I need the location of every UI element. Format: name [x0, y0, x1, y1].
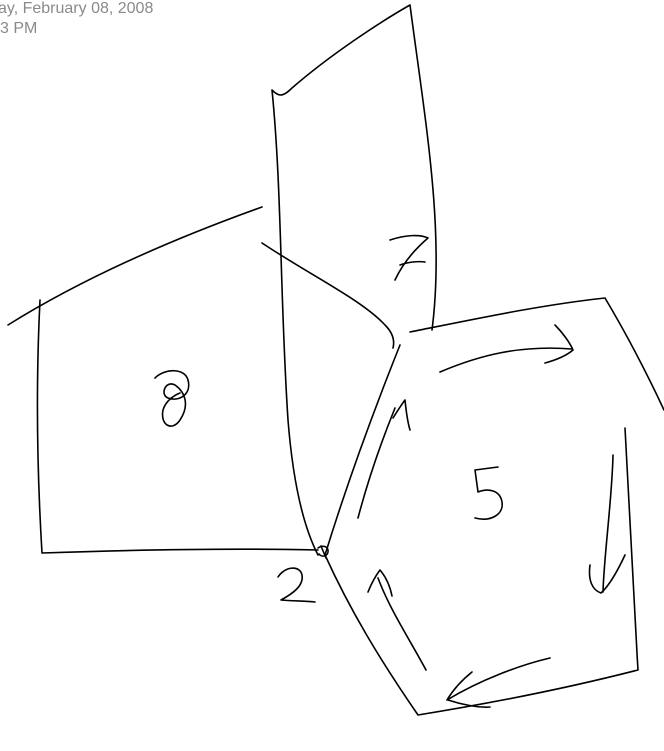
stroke-arrow-upper-left — [358, 400, 410, 518]
stroke-label-7 — [390, 236, 428, 280]
stroke-left-face — [8, 207, 394, 553]
stroke-arrow-bottom — [447, 658, 550, 707]
stroke-center-face — [325, 298, 664, 715]
stroke-arrow-lower-left — [368, 570, 426, 670]
stroke-arrow-top — [440, 325, 573, 372]
stroke-label-5 — [475, 467, 502, 519]
stroke-label-8 — [155, 371, 189, 426]
stroke-arrow-right — [589, 455, 625, 593]
stroke-top-face — [272, 5, 436, 555]
stroke-label-2 — [278, 568, 315, 602]
